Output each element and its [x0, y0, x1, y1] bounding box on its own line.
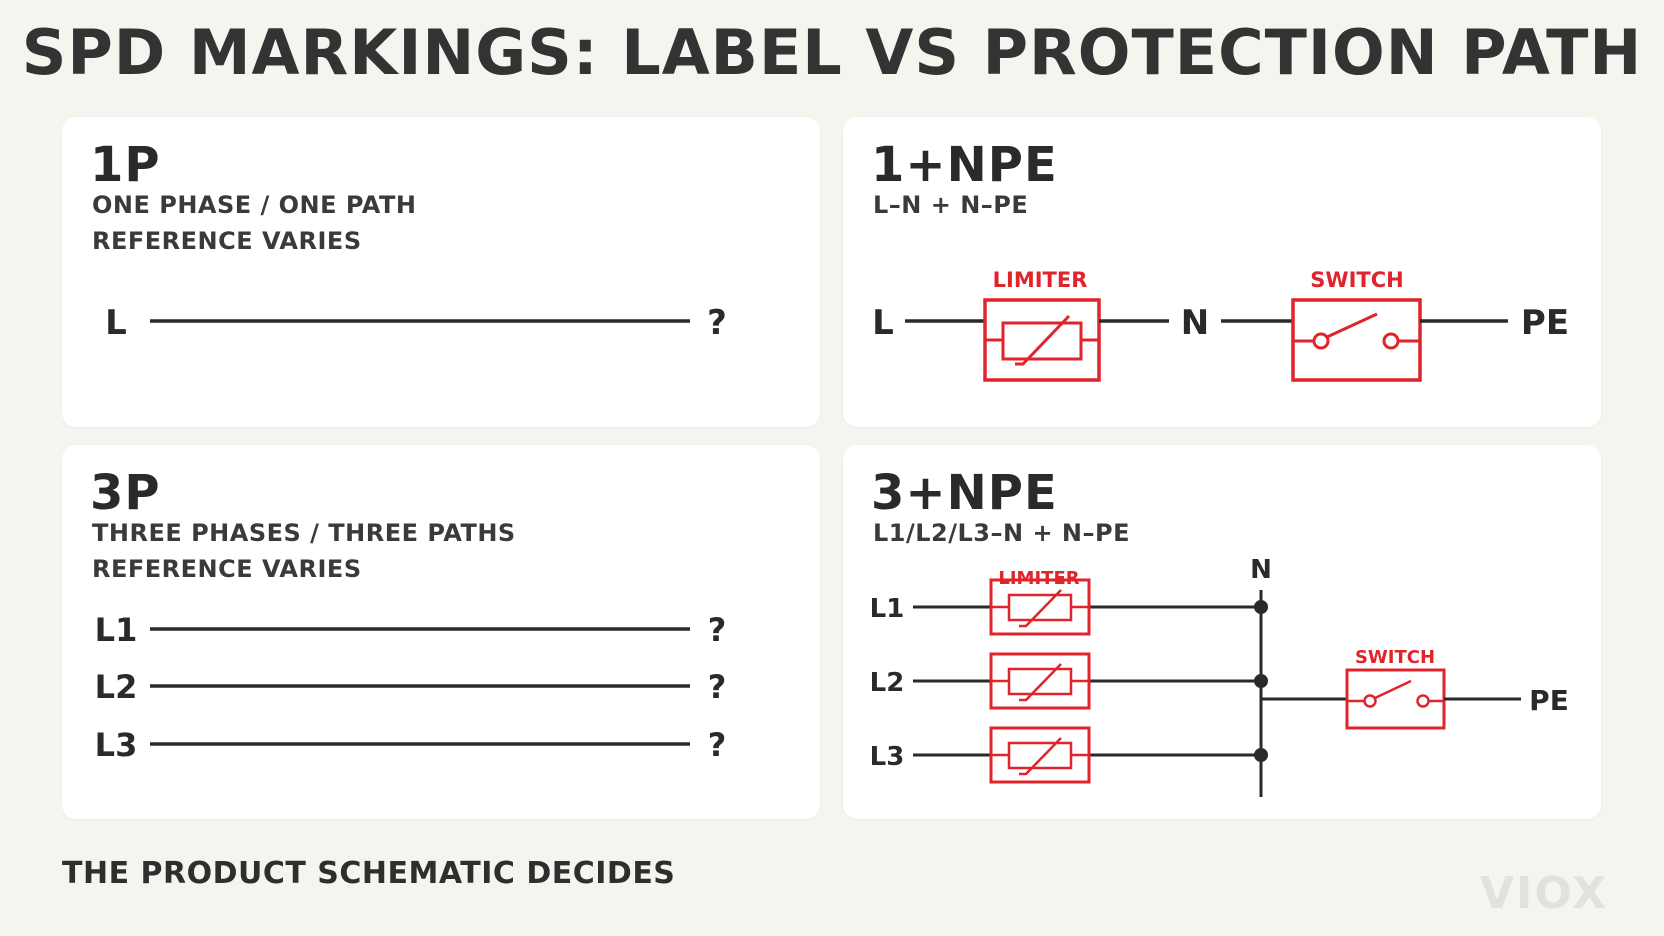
panel-description: ONE PHASE / ONE PATH — [92, 191, 417, 219]
limiter-icon — [989, 726, 1091, 784]
unknown-mark: ? — [708, 668, 727, 706]
conductor-label: L3 — [95, 726, 138, 764]
neutral-label: N — [1250, 555, 1272, 585]
junction-dot — [1254, 748, 1268, 762]
phase-label: L2 — [870, 668, 905, 698]
panel-3p: 3P THREE PHASES / THREE PATHS REFERENCE … — [62, 445, 820, 819]
panel-label: 3+NPE — [871, 465, 1058, 521]
schematic-1p: L ? — [105, 303, 727, 343]
node-label-pe: PE — [1521, 303, 1569, 343]
panel-note: REFERENCE VARIES — [92, 227, 362, 255]
panel-1npe: 1+NPE L–N + N–PE L LIMITER N SWITCH PE — [843, 117, 1601, 427]
phase-label: L3 — [870, 742, 905, 772]
conductor-label: L2 — [95, 668, 138, 706]
switch-label: SWITCH — [1310, 268, 1403, 292]
phase-label: L1 — [870, 594, 905, 624]
phase-wires — [913, 605, 1261, 757]
unknown-mark: ? — [708, 726, 727, 764]
node-label-n: N — [1181, 303, 1209, 343]
limiter-icon — [983, 298, 1101, 382]
switch-icon — [1291, 298, 1422, 382]
panel-label: 3P — [90, 465, 161, 521]
panel-description: L1/L2/L3–N + N–PE — [873, 519, 1130, 547]
limiter-icon — [989, 578, 1091, 636]
limiter-icon — [989, 652, 1091, 710]
unknown-mark: ? — [708, 611, 727, 649]
panel-label: 1P — [90, 137, 161, 193]
panel-description: L–N + N–PE — [873, 191, 1029, 219]
panel-label: 1+NPE — [871, 137, 1058, 193]
conductor-label: L — [105, 303, 127, 343]
switch-icon — [1345, 668, 1446, 730]
schematic-3npe: L1 L2 L3 LIMITER — [870, 555, 1569, 797]
earth-label: PE — [1529, 684, 1569, 717]
conductor-label: L1 — [95, 611, 138, 649]
switch-label: SWITCH — [1355, 647, 1435, 668]
junction-dot — [1254, 600, 1268, 614]
panel-description: THREE PHASES / THREE PATHS — [92, 519, 516, 547]
panel-1p: 1P ONE PHASE / ONE PATH REFERENCE VARIES… — [62, 117, 820, 427]
limiter-label: LIMITER — [993, 268, 1088, 292]
panel-3npe: 3+NPE L1/L2/L3–N + N–PE L1 L2 L3 LIMITER — [843, 445, 1601, 819]
unknown-mark: ? — [707, 303, 727, 343]
node-label-l: L — [872, 303, 894, 343]
page-title: SPD MARKINGS: LABEL VS PROTECTION PATH — [21, 16, 1643, 89]
brand-logo: VIOX — [1480, 868, 1609, 919]
schematic-1npe: L LIMITER N SWITCH PE — [872, 268, 1569, 382]
footer-caption: THE PRODUCT SCHEMATIC DECIDES — [62, 856, 676, 891]
junction-dot — [1254, 674, 1268, 688]
schematic-3p: L1 ? L2 ? L3 ? — [95, 611, 727, 764]
panel-note: REFERENCE VARIES — [92, 555, 362, 583]
